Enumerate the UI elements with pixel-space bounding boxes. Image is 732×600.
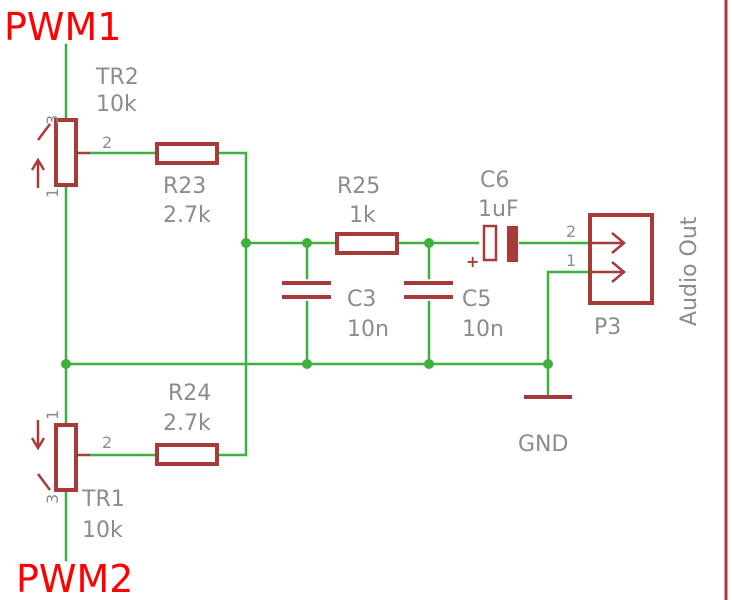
tr1-pin-2: 2 [102, 433, 112, 452]
c6-polarity-mark: + [466, 252, 479, 271]
r23-body [155, 142, 219, 165]
r23-value: 2.7k [163, 203, 211, 228]
r24-name: R24 [168, 381, 211, 406]
gnd-label: GND [518, 432, 568, 457]
net-label-pwm1: PWM1 [4, 5, 121, 49]
wire-r23-right [216, 151, 248, 245]
junction-dot [302, 238, 312, 248]
tr2-body [54, 118, 78, 187]
c6-plate-positive [482, 224, 498, 262]
junction-dot [302, 359, 312, 369]
c3-value: 10n [347, 317, 389, 342]
c5-name: C5 [462, 287, 491, 312]
resistor-r25: R25 1k [335, 174, 399, 255]
tr1-body [54, 423, 78, 492]
capacitor-c5: C5 10n [404, 281, 504, 342]
p3-pin-2-arrow [611, 232, 626, 254]
c6-plate-negative [507, 226, 518, 262]
p3-body [588, 213, 654, 305]
tr2-pin-3: 3 [43, 115, 62, 125]
junction-dot [424, 359, 434, 369]
wires [64, 43, 592, 562]
tr1-arrow-head [30, 437, 46, 451]
resistor-r23: R23 2.7k [155, 142, 219, 228]
junctions [61, 238, 553, 369]
p3-pin-1-arrow [611, 261, 626, 283]
capacitor-c3: C3 10n [282, 281, 389, 342]
junction-dot [241, 238, 251, 248]
tr2-name: TR2 [95, 65, 139, 90]
tr1-value: 10k [82, 518, 123, 543]
trimmer-tr2: 3 2 1 TR2 10k [30, 65, 139, 198]
sheet-title: Audio Out [677, 216, 702, 326]
tr1-pin-1: 1 [43, 410, 62, 420]
r25-name: R25 [337, 174, 380, 199]
tr2-pin-1: 1 [43, 188, 62, 198]
r23-name: R23 [163, 174, 206, 199]
tr1-pin-3: 3 [43, 494, 62, 504]
resistor-r24: R24 2.7k [155, 381, 219, 466]
junction-dot [61, 359, 71, 369]
wire-r24-right [216, 241, 248, 457]
capacitor-c6: + C6 1uF [466, 168, 519, 271]
junction-dot [543, 359, 553, 369]
ground-symbol: GND [518, 395, 572, 457]
c6-value: 1uF [478, 197, 519, 222]
c5-value: 10n [462, 317, 504, 342]
r24-body [155, 443, 219, 466]
tr2-arrow-head [30, 157, 46, 171]
tr2-pin-2: 2 [102, 133, 112, 152]
wire-gnd-to-p3 [546, 270, 592, 397]
c3-name: C3 [347, 287, 376, 312]
tr1-name: TR1 [81, 487, 125, 512]
tr2-value: 10k [96, 92, 137, 117]
net-label-pwm2: PWM2 [16, 557, 133, 600]
tr2-adjust-mark [37, 123, 51, 141]
p3-pin-2-label: 2 [566, 222, 576, 241]
tr1-adjust-mark [37, 473, 51, 491]
trimmer-tr1: 1 2 3 TR1 10k [30, 410, 125, 543]
r25-value: 1k [349, 203, 376, 228]
c6-name: C6 [480, 168, 509, 193]
r25-body [335, 232, 399, 255]
p3-pin-1-label: 1 [566, 251, 576, 270]
r24-value: 2.7k [163, 411, 211, 436]
junction-dot [424, 238, 434, 248]
p3-name: P3 [594, 315, 621, 340]
connector-p3: 2 1 P3 [566, 213, 654, 340]
